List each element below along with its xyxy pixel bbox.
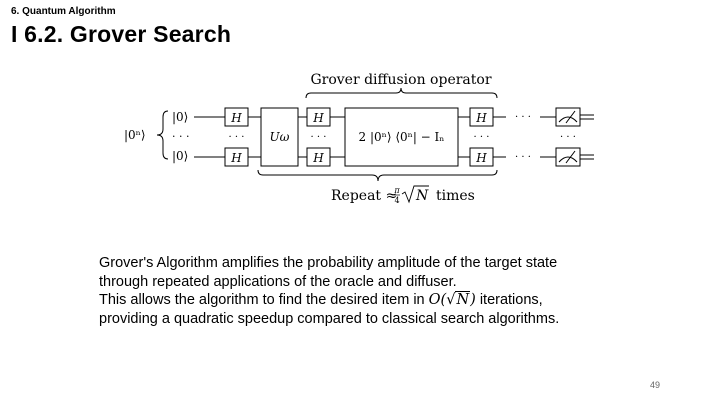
repeat-brace	[257, 169, 498, 182]
description-line-3: This allows the algorithm to find the de…	[99, 291, 659, 310]
big-o-close: )	[470, 292, 476, 308]
svg-text:H: H	[475, 111, 487, 125]
dots-col-3: · · ·	[474, 132, 490, 143]
page-number: 49	[650, 380, 661, 390]
svg-text:H: H	[475, 151, 487, 165]
description-line-2: through repeated applications of the ora…	[99, 273, 457, 290]
dots-col-1: · · ·	[229, 132, 245, 143]
svg-text:2 |0ⁿ⟩ ⟨0ⁿ| − Iₙ: 2 |0ⁿ⟩ ⟨0ⁿ| − Iₙ	[359, 130, 445, 144]
description-line-3-prefix: This allows the algorithm to find the de…	[99, 292, 429, 308]
qubit-top-input: |0⟩	[172, 110, 188, 124]
big-o-sqrt-n: N	[455, 291, 471, 308]
repeat-sqrt-sign	[401, 185, 429, 204]
svg-text:H: H	[230, 111, 242, 125]
measurement-bottom	[555, 147, 594, 167]
svg-text:H: H	[312, 151, 324, 165]
oracle-gate: Uω	[260, 107, 299, 167]
section-label: 6. Quantum Algorithm	[11, 6, 116, 17]
register-brace	[156, 110, 169, 160]
dots-col-4: · · ·	[560, 132, 576, 143]
repeat-suffix: times	[436, 188, 475, 204]
hadamard-gate-top-2: H	[306, 107, 331, 127]
diffusion-operator-label: Grover diffusion operator	[310, 72, 491, 88]
repeat-frac-num: π	[393, 186, 400, 195]
svg-text:H: H	[312, 111, 324, 125]
qubit-middle-dots: · · ·	[172, 130, 189, 143]
grover-circuit-diagram: Grover diffusion operator |0ⁿ⟩ |0⟩ · · ·…	[124, 72, 594, 205]
svg-text:H: H	[230, 151, 242, 165]
hadamard-gate-bottom-3: H	[469, 147, 494, 167]
dots-trail-bottom: · · ·	[515, 152, 531, 163]
hadamard-gate-bottom-2: H	[306, 147, 331, 167]
diffuser-gate: 2 |0ⁿ⟩ ⟨0ⁿ| − Iₙ	[344, 107, 459, 167]
description-line-1: Grover's Algorithm amplifies the probabi…	[99, 255, 558, 271]
hadamard-gate-top-1: H	[224, 107, 249, 127]
repeat-sqrt-n: N	[415, 188, 429, 204]
qubit-bottom-input: |0⟩	[172, 149, 188, 163]
description-line-3-suffix: iterations,	[475, 292, 543, 308]
sqrt-symbol: √	[446, 292, 456, 308]
big-o-open: O(	[428, 292, 447, 308]
hadamard-gate-top-3: H	[469, 107, 494, 127]
dots-col-2: · · ·	[311, 132, 327, 143]
repeat-prefix: Repeat ≈	[331, 188, 397, 204]
measurement-top	[555, 107, 594, 127]
hadamard-gate-bottom-1: H	[224, 147, 249, 167]
diffusion-brace	[305, 87, 498, 99]
register-label: |0ⁿ⟩	[124, 128, 146, 142]
description-line-4: providing a quadratic speedup compared t…	[99, 310, 560, 327]
slide-title: I 6.2. Grover Search	[11, 21, 232, 47]
repeat-frac-den: 4	[394, 196, 399, 205]
svg-text:Uω: Uω	[270, 130, 290, 144]
description-text: Grover's Algorithm amplifies the probabi…	[99, 254, 659, 328]
dots-trail-top: · · ·	[515, 112, 531, 123]
